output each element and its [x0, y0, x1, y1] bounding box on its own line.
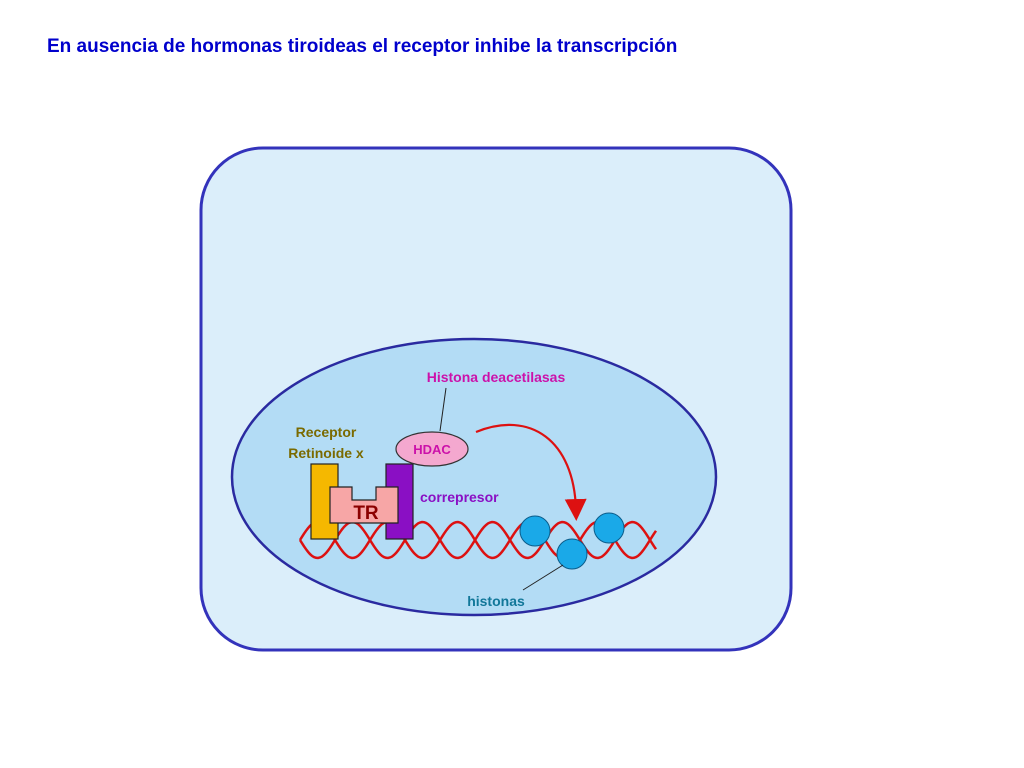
histone-2 [556, 538, 588, 570]
hdac-ellipse [395, 431, 469, 467]
rxr-label-line1: Receptor [296, 424, 357, 440]
hdac-leader-line [439, 387, 447, 432]
histones-label: histonas [467, 593, 525, 609]
histone-1 [519, 515, 551, 547]
slide-title: En ausencia de hormonas tiroideas el rec… [47, 36, 678, 57]
nucleus [230, 337, 718, 617]
histone-leader-line [522, 564, 564, 591]
dna-strand-1 [298, 520, 658, 560]
hdac-name-label: Histona deacetilasas [427, 369, 566, 385]
rxr-label-line2: Retinoide x [288, 445, 364, 461]
corepressor-label: correpresor [420, 489, 499, 505]
histone-3 [593, 512, 625, 544]
hdac-label: HDAC [413, 442, 451, 457]
tr-label: TR [353, 503, 379, 524]
tr-receptor [329, 486, 399, 524]
deacetylation-arrow [475, 423, 587, 521]
